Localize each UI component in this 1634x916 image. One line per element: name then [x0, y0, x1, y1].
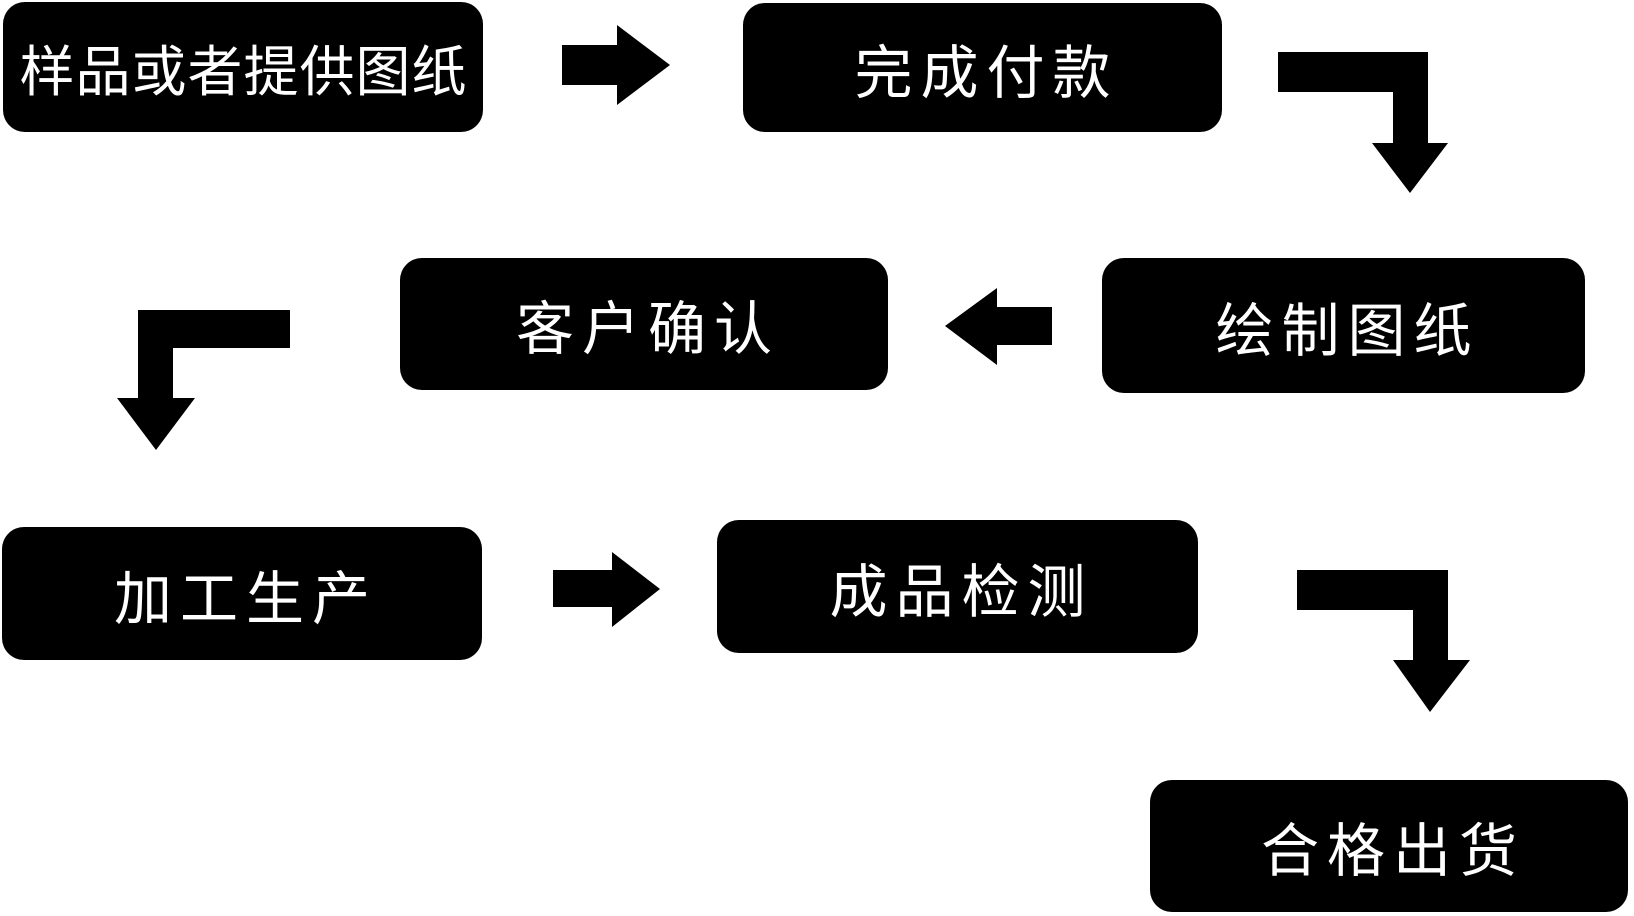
flow-node-finished-product-inspection: 成品检测 — [717, 520, 1198, 653]
arrow-elbow-down-icon — [1297, 570, 1470, 712]
arrow-right-icon — [553, 552, 660, 627]
arrow-elbow-down-left-icon — [117, 310, 290, 450]
arrow-left-icon — [945, 288, 1052, 365]
flow-node-draw-drawing: 绘制图纸 — [1102, 258, 1585, 393]
flow-node-complete-payment: 完成付款 — [743, 3, 1222, 132]
flow-node-customer-confirm: 客户确认 — [400, 258, 888, 390]
flow-node-processing-production: 加工生产 — [2, 527, 482, 660]
flow-node-qualified-shipment: 合格出货 — [1150, 780, 1628, 912]
arrow-right-icon — [562, 25, 670, 105]
arrow-elbow-down-icon — [1278, 52, 1448, 193]
flow-node-sample-or-drawing: 样品或者提供图纸 — [3, 2, 483, 132]
